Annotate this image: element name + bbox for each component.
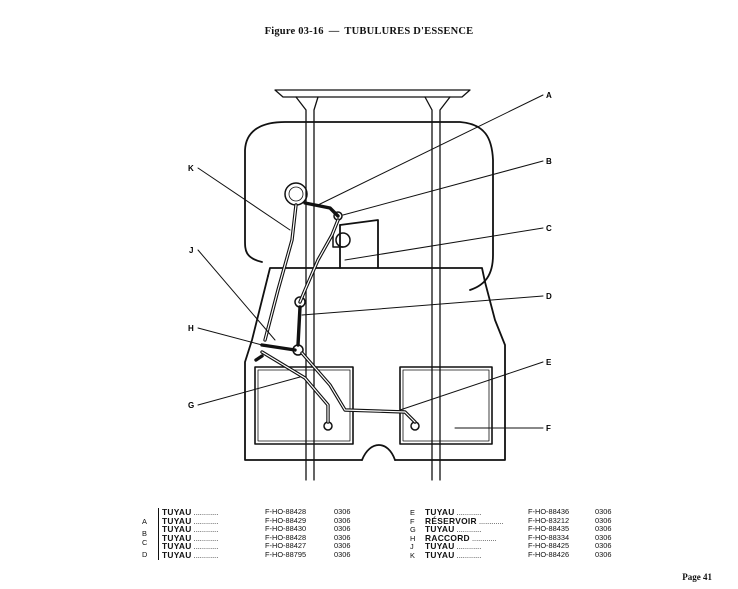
callout-g: G [188,401,194,410]
callout-f: F [546,424,551,433]
group-letter-k: K [410,551,415,560]
group-letter-b: B [142,529,147,538]
group-letter-h: H [410,533,416,543]
group-letter-c: C [142,538,148,547]
callout-c: C [546,224,552,233]
figure-number: Figure 03-16 [264,26,324,37]
callout-labels: A B C D E F G H J K [188,91,552,433]
pump-and-filter [284,182,420,431]
body-outline [244,121,506,461]
group-letter-j: J [410,542,414,552]
figure-title: Figure 03-16 — TUBULURES D'ESSENCE [0,26,738,37]
group-letter-d: D [142,550,148,559]
callout-h: H [188,324,194,333]
callout-a: A [546,91,552,100]
page-number: Page 41 [682,572,712,582]
seat-support [274,89,471,481]
group-letter-a: A [142,517,147,526]
lower-frames [254,366,493,445]
callout-j: J [189,246,193,255]
title-separator: — [328,26,340,37]
group-letter-f: F [410,516,415,526]
group-letter-g: G [410,525,416,535]
figure-caption: TUBULURES D'ESSENCE [344,26,474,37]
leader-lines [197,94,544,429]
group-letter-e: E [410,508,415,517]
callout-e: E [546,358,552,367]
callout-d: D [546,292,552,301]
callout-b: B [546,157,552,166]
callout-k: K [188,164,194,173]
